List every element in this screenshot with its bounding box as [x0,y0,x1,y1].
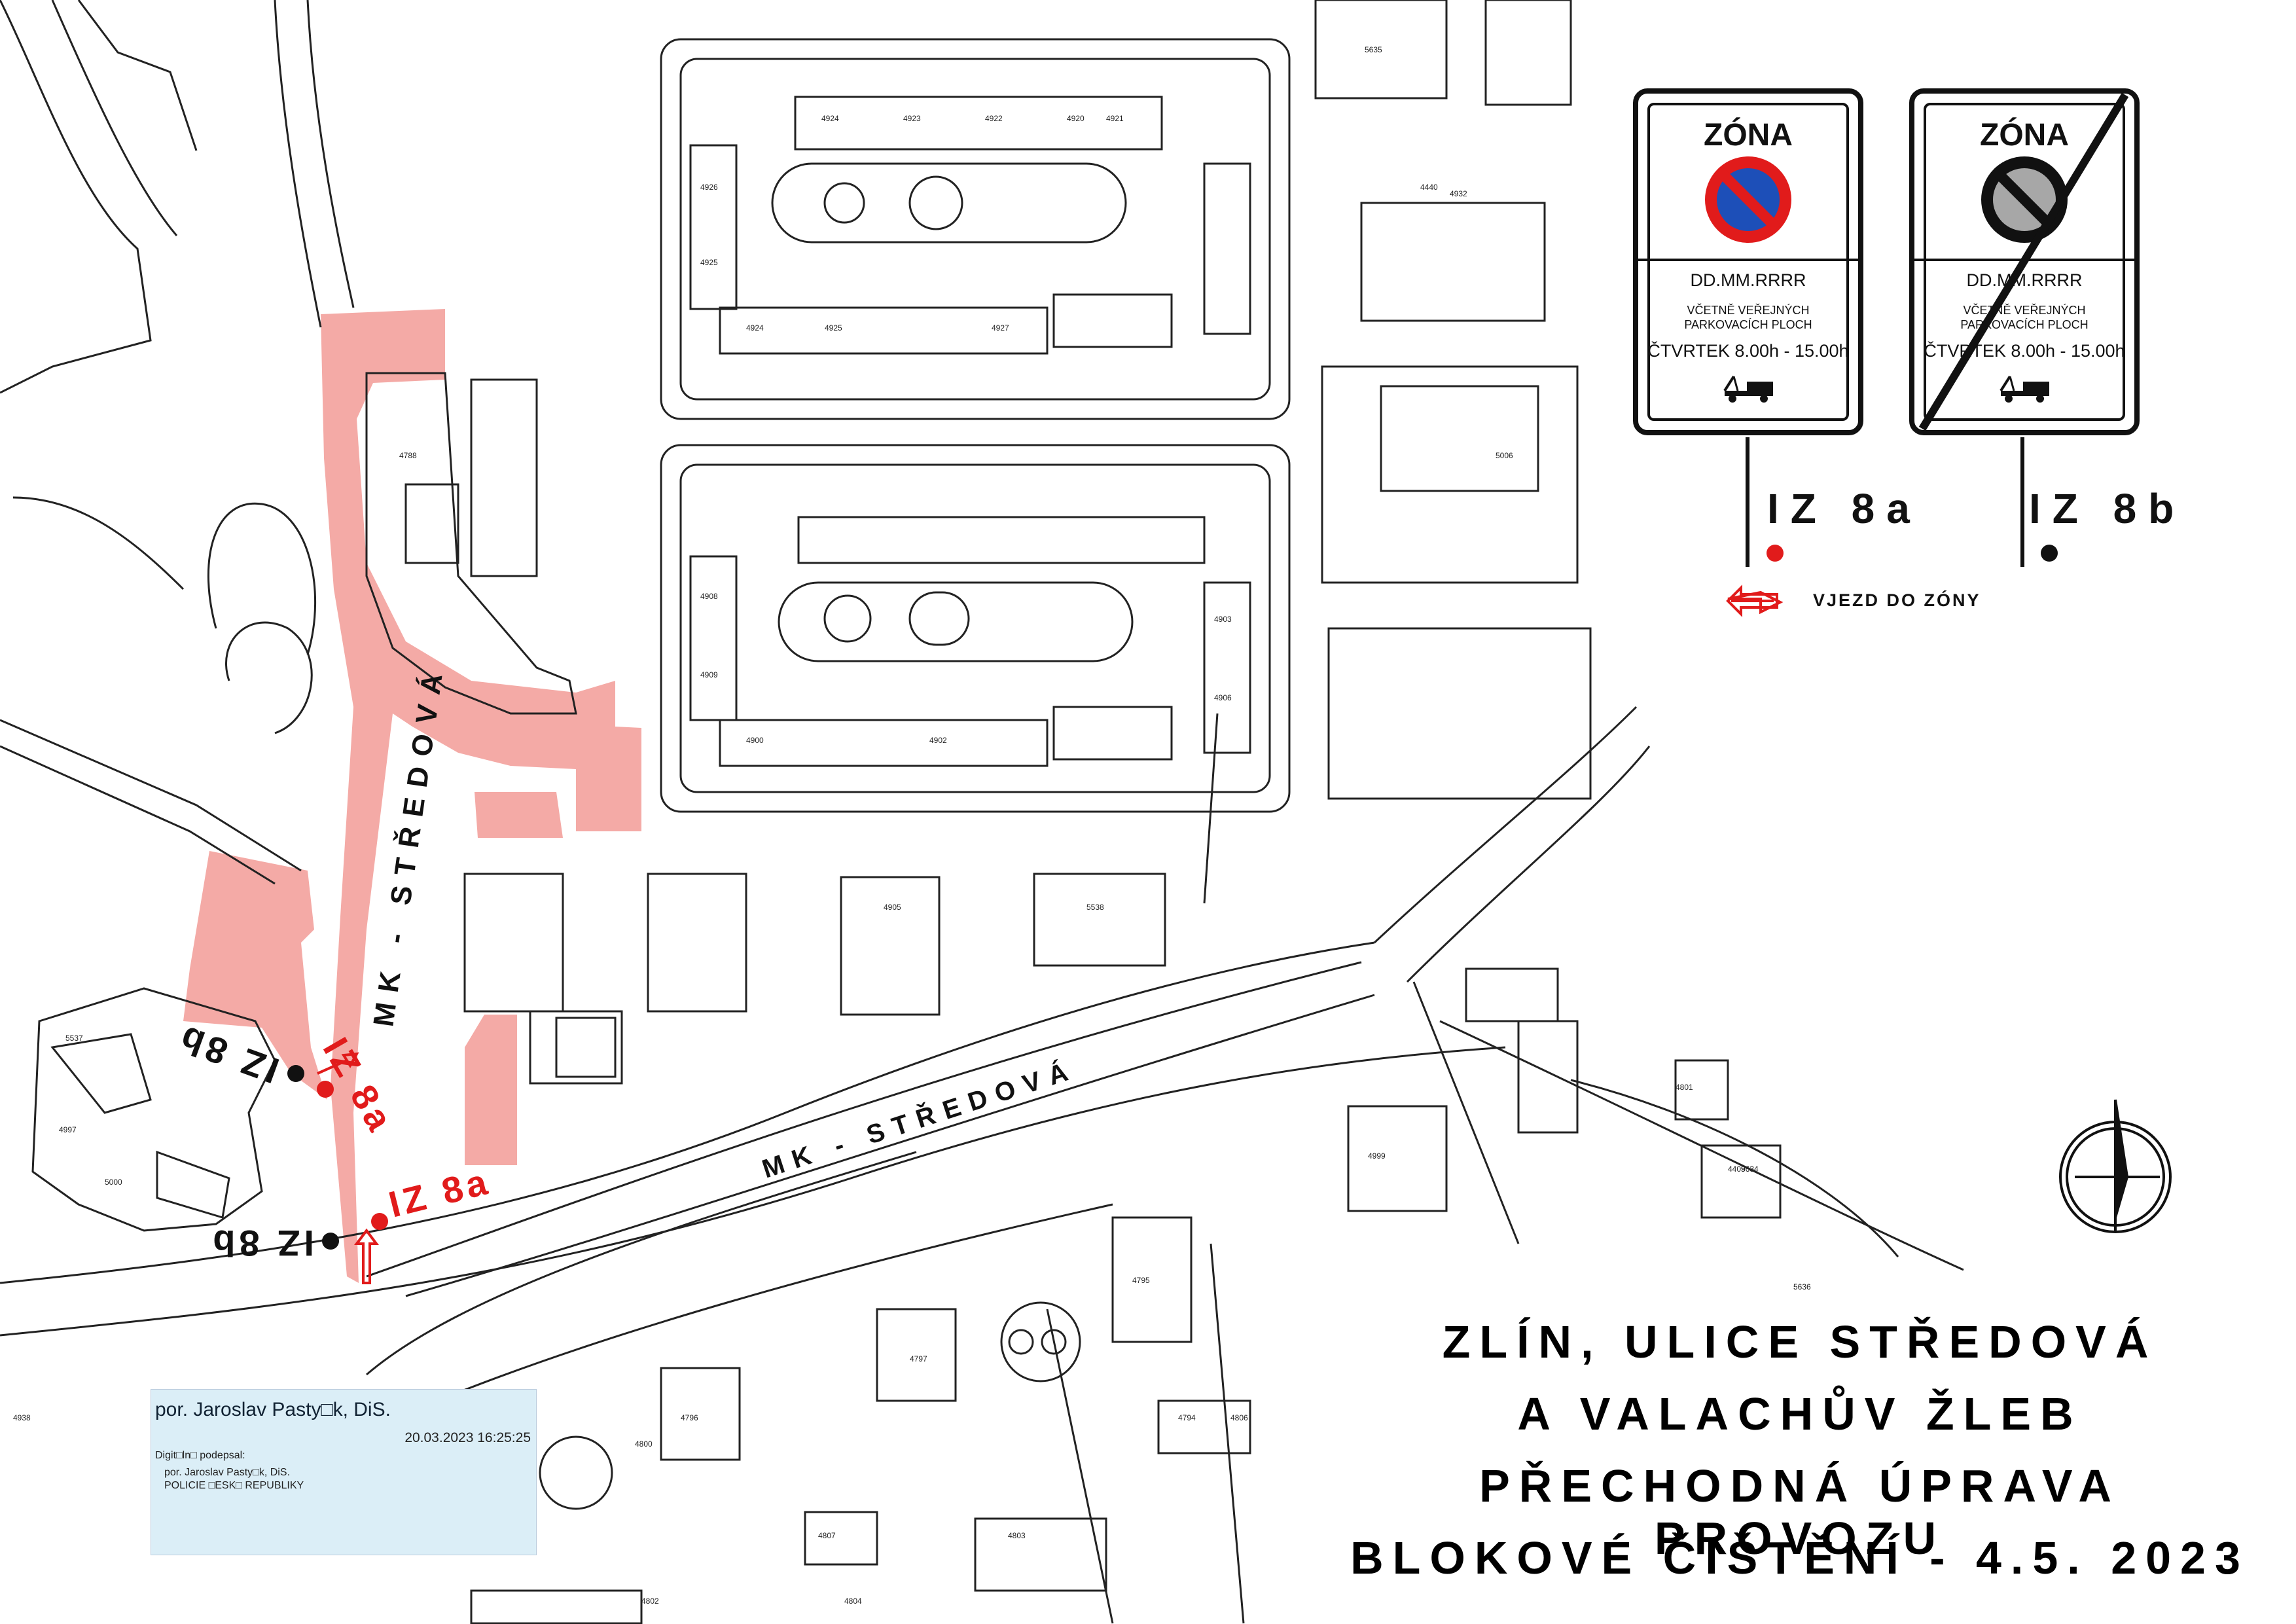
building-number: 4923 [903,114,921,123]
compass-icon [2059,1099,2172,1233]
iz8b-label-lower: IZ 8b [209,1223,314,1264]
building-number: 5538 [1086,903,1104,912]
signature-line2: por. Jaroslav Pasty□k, DiS. [164,1467,290,1478]
signature-line3: POLICIE □ESK□ REPUBLIKY [164,1480,304,1491]
building-number: 4997 [59,1125,77,1134]
signature-datetime: 20.03.2023 16:25:25 [404,1430,531,1445]
iz8a-label-lower: IZ 8a [385,1160,495,1225]
sign-sub2: PARKOVACÍCH PLOCH [1684,318,1812,331]
title-line-2: A VALACHŮV ŽLEB [1517,1388,2083,1439]
sign-time: ČTVRTEK 8.00h - 15.00h [1647,341,1849,361]
building-number: 4440 [1420,183,1438,192]
building-number: 4804 [844,1597,862,1606]
building-number: 4908 [700,592,718,601]
signature-name: por. Jaroslav Pasty□k, DiS. [155,1399,391,1420]
sign-iz8a: ZÓNA DD.MM.RRRR VČETNĚ VEŘEJNÝCH PARKOVA… [1633,88,1863,435]
building-number: 4921 [1106,114,1124,123]
building-number: 4795 [1132,1276,1150,1285]
sign-sub1: VČETNĚ VEŘEJNÝCH [1687,304,1810,317]
legend-iz8b-marker [2041,545,2058,562]
building-number: 4807 [818,1531,836,1540]
sign-date: DD.MM.RRRR [1690,270,1806,290]
building-number: 4797 [910,1354,927,1363]
building-number: 4788 [399,451,417,460]
sign-sub2: PARKOVACÍCH PLOCH [1960,318,2089,331]
legend-entry-text: VJEZD DO ZÓNY [1813,590,1981,610]
digital-signature: por. Jaroslav Pasty□k, DiS. 20.03.2023 1… [151,1389,537,1555]
iz8b-marker-lower [322,1233,339,1250]
building-number: 4920 [1067,114,1085,123]
building-number: 4801 [1676,1083,1693,1092]
cancel-slash-icon [1918,92,2129,431]
building-number: 4905 [884,903,901,912]
zone-highlight [183,309,641,1283]
sign-date: DD.MM.RRRR [1966,270,2083,290]
building-number: 4902 [929,736,947,745]
iz8a-marker-lower [371,1213,388,1230]
building-number: 4909 [700,670,718,679]
tow-truck-icon [1723,375,1773,403]
sign-iz8b: ZÓNA DD.MM.RRRR VČETNĚ VEŘEJNÝCH PARKOVA… [1909,88,2140,435]
street-label-main: MK - STŘEDOVÁ [759,1054,1081,1184]
building-number: 4409 [1728,1164,1746,1174]
building-number: 4806 [1230,1413,1248,1422]
building-number: 4999 [1368,1151,1386,1161]
building-number: 4796 [681,1413,698,1422]
building-number: 5006 [1496,451,1513,460]
sign-iz8b-label: IZ 8b [2029,485,2186,532]
building-number: 4803 [1008,1531,1026,1540]
building-number: 5000 [105,1178,122,1187]
sign-time: ČTVRTEK 8.00h - 15.00h [1924,341,2125,361]
no-parking-icon [1705,156,1791,243]
building-number: 5537 [65,1034,83,1043]
building-number: 5635 [1365,45,1382,54]
title-line-4: BLOKOVÉ ČIŠTĚNÍ - 4.5. 2023 [1350,1532,2250,1583]
building-number: 4925 [825,323,842,333]
building-number: 4925 [700,258,718,267]
building-number: 4900 [746,736,764,745]
building-number: 4927 [992,323,1009,333]
legend-iz8a-marker [1767,545,1784,562]
building-number: 4794 [1178,1413,1196,1422]
building-number: 4922 [985,114,1003,123]
building-number: 5634 [1741,1164,1759,1174]
building-number: 4926 [700,183,718,192]
sign-iz8a-label: IZ 8a [1767,485,1922,532]
tow-truck-icon [2000,375,2049,403]
building-number: 4903 [1214,615,1232,624]
signature-line1: Digit□ln□ podepsal: [155,1450,245,1461]
sign-zona-title: ZÓNA [1980,118,2069,153]
title-line-1: ZLÍN, ULICE STŘEDOVÁ [1442,1316,2158,1367]
map-linework [0,0,1964,1624]
iz8a-marker-upper [317,1081,334,1098]
sign-zona-title: ZÓNA [1704,118,1793,153]
iz8b-marker-upper [287,1065,304,1082]
building-number: 4932 [1450,189,1467,198]
title-line-3: PŘECHODNÁ ÚPRAVA PROVOZU [1479,1460,2121,1564]
building-number: 4938 [13,1413,31,1422]
building-number: 4800 [635,1439,653,1449]
building-number: 4924 [746,323,764,333]
building-number: 4802 [641,1597,659,1606]
building-number: 4906 [1214,693,1232,702]
legend-entry-arrow-icon [1726,585,1778,617]
building-number: 5636 [1793,1282,1811,1291]
building-number: 4924 [821,114,839,123]
